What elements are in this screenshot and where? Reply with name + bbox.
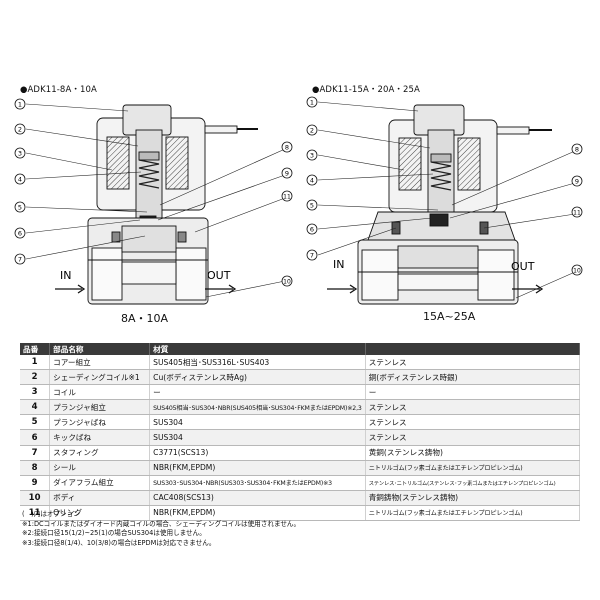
left-caption: 8A・10A xyxy=(121,312,169,325)
callout-badge: 5 xyxy=(306,199,318,211)
svg-text:8: 8 xyxy=(575,146,579,154)
table-row: 8 シール NBR(FKM,EPDM) ニトリルゴム(フッ素ゴムまたはエチレンプ… xyxy=(20,460,581,476)
valve-cross-section-drawings: IN OUT 1 2 3 4 5 6 7 8 9 11 10 xyxy=(14,96,583,305)
callout-badge: 11 xyxy=(281,190,293,202)
callout-badge: 9 xyxy=(281,167,293,179)
svg-text:6: 6 xyxy=(310,226,314,234)
right-out-label: OUT xyxy=(511,260,535,273)
svg-text:9: 9 xyxy=(285,170,289,178)
callout-badge: 3 xyxy=(14,147,26,159)
table-row: 11 Oリング NBR(FKM,EPDM) ニトリルゴム(フッ素ゴムまたはエチレ… xyxy=(20,505,581,522)
callout-badge: 1 xyxy=(14,98,26,110)
footnote-option: ( )内はオプション xyxy=(22,510,80,518)
footnote-1: ※1:DCコイルまたはダイオード内蔵コイルの場合、シェーディングコイルは使用され… xyxy=(22,519,301,528)
left-in-label: IN xyxy=(60,269,71,282)
callout-badge: 7 xyxy=(306,249,318,261)
svg-text:3: 3 xyxy=(310,152,314,160)
callout-badge: 6 xyxy=(14,227,26,239)
right-caption: 15A~25A xyxy=(423,310,476,323)
callout-badge: 5 xyxy=(14,201,26,213)
right-leader-lines xyxy=(317,101,576,299)
callout-badge: 4 xyxy=(306,174,318,186)
parts-table-header: 品番 部品名称 材質 xyxy=(20,343,581,355)
callout-badge: 9 xyxy=(571,175,583,187)
footnotes: ( )内はオプション ※1:DCコイルまたはダイオード内蔵コイルの場合、シェーデ… xyxy=(22,510,300,548)
parts-table: 品番 部品名称 材質 1 コアー組立 SUS405相当･SUS316L･SUS4… xyxy=(20,343,581,522)
right-diagram-title: ●ADK11-15A・20A・25A xyxy=(312,85,420,95)
right-callouts: 1 2 3 4 5 6 7 8 9 11 10 xyxy=(306,96,583,276)
svg-text:1: 1 xyxy=(310,99,314,107)
left-out-label: OUT xyxy=(207,269,231,282)
svg-text:9: 9 xyxy=(575,178,579,186)
svg-text:10: 10 xyxy=(283,279,291,286)
left-leader-lines xyxy=(25,103,286,298)
footnote-3: ※3:接続口径8(1/4)、10(3/8)の場合はEPDMは対応できません。 xyxy=(22,538,216,547)
svg-text:7: 7 xyxy=(18,256,22,264)
header-material: 材質 xyxy=(149,343,366,355)
svg-text:11: 11 xyxy=(283,194,291,201)
svg-text:8: 8 xyxy=(285,144,289,152)
callout-badge: 2 xyxy=(306,124,318,136)
svg-text:11: 11 xyxy=(573,210,581,217)
header-material-description xyxy=(365,343,581,355)
left-callouts: 1 2 3 4 5 6 7 8 9 11 10 xyxy=(14,98,293,287)
svg-text:4: 4 xyxy=(310,177,314,185)
svg-text:2: 2 xyxy=(310,127,314,135)
callout-badge: 1 xyxy=(306,96,318,108)
table-row: 5 プランジャばね SUS304 ステンレス xyxy=(20,414,581,431)
table-row: 4 プランジャ組立 SUS405相当･SUS304･NBR(SUS405相当･S… xyxy=(20,399,581,416)
svg-text:6: 6 xyxy=(18,230,22,238)
left-valve-drawing xyxy=(87,104,258,305)
svg-text:3: 3 xyxy=(18,150,22,158)
right-flow-arrows xyxy=(327,284,544,294)
svg-text:4: 4 xyxy=(18,176,22,184)
table-row: 7 スタフィング C3771(SCS13) 黄銅(ステンレス鋳物) xyxy=(20,445,581,461)
callout-badge: 2 xyxy=(14,123,26,135)
svg-text:1: 1 xyxy=(18,101,22,109)
left-diagram-title: ●ADK11-8A・10A xyxy=(20,85,97,95)
callout-badge: 11 xyxy=(571,206,583,218)
header-part-name: 部品名称 xyxy=(49,343,151,355)
right-valve-drawing xyxy=(357,104,552,305)
footnote-2: ※2:接続口径15(1/2)~25(1)の場合SUS304は使用しません。 xyxy=(22,529,206,538)
svg-text:7: 7 xyxy=(310,252,314,260)
svg-text:2: 2 xyxy=(18,126,22,134)
callout-badge: 10 xyxy=(281,275,293,287)
svg-text:5: 5 xyxy=(18,204,22,212)
callout-badge: 8 xyxy=(281,141,293,153)
callout-badge: 7 xyxy=(14,253,26,265)
table-row: 9 ダイアフラム組立 SUS303･SUS304･NBR(SUS303･SUS3… xyxy=(20,475,581,491)
header-part-number: 品番 xyxy=(20,343,51,355)
table-row: 3 コイル ー ー xyxy=(20,384,581,401)
callout-badge: 6 xyxy=(306,223,318,235)
callout-badge: 4 xyxy=(14,173,26,185)
svg-text:5: 5 xyxy=(310,202,314,210)
table-row: 1 コアー組立 SUS405相当･SUS316L･SUS403 ステンレス xyxy=(20,355,581,371)
right-in-label: IN xyxy=(333,258,344,271)
callout-badge: 8 xyxy=(571,143,583,155)
table-row: 2 シェーディングコイル※1 Cu(ボディステンレス時Ag) 銅(ボディステンレ… xyxy=(20,369,581,386)
table-row: 6 キックばね SUS304 ステンレス xyxy=(20,429,581,446)
table-row: 10 ボディ CAC408(SCS13) 青銅鋳物(ステンレス鋳物) xyxy=(20,490,581,506)
callout-badge: 3 xyxy=(306,149,318,161)
callout-badge: 10 xyxy=(571,264,583,276)
svg-text:10: 10 xyxy=(573,268,581,275)
